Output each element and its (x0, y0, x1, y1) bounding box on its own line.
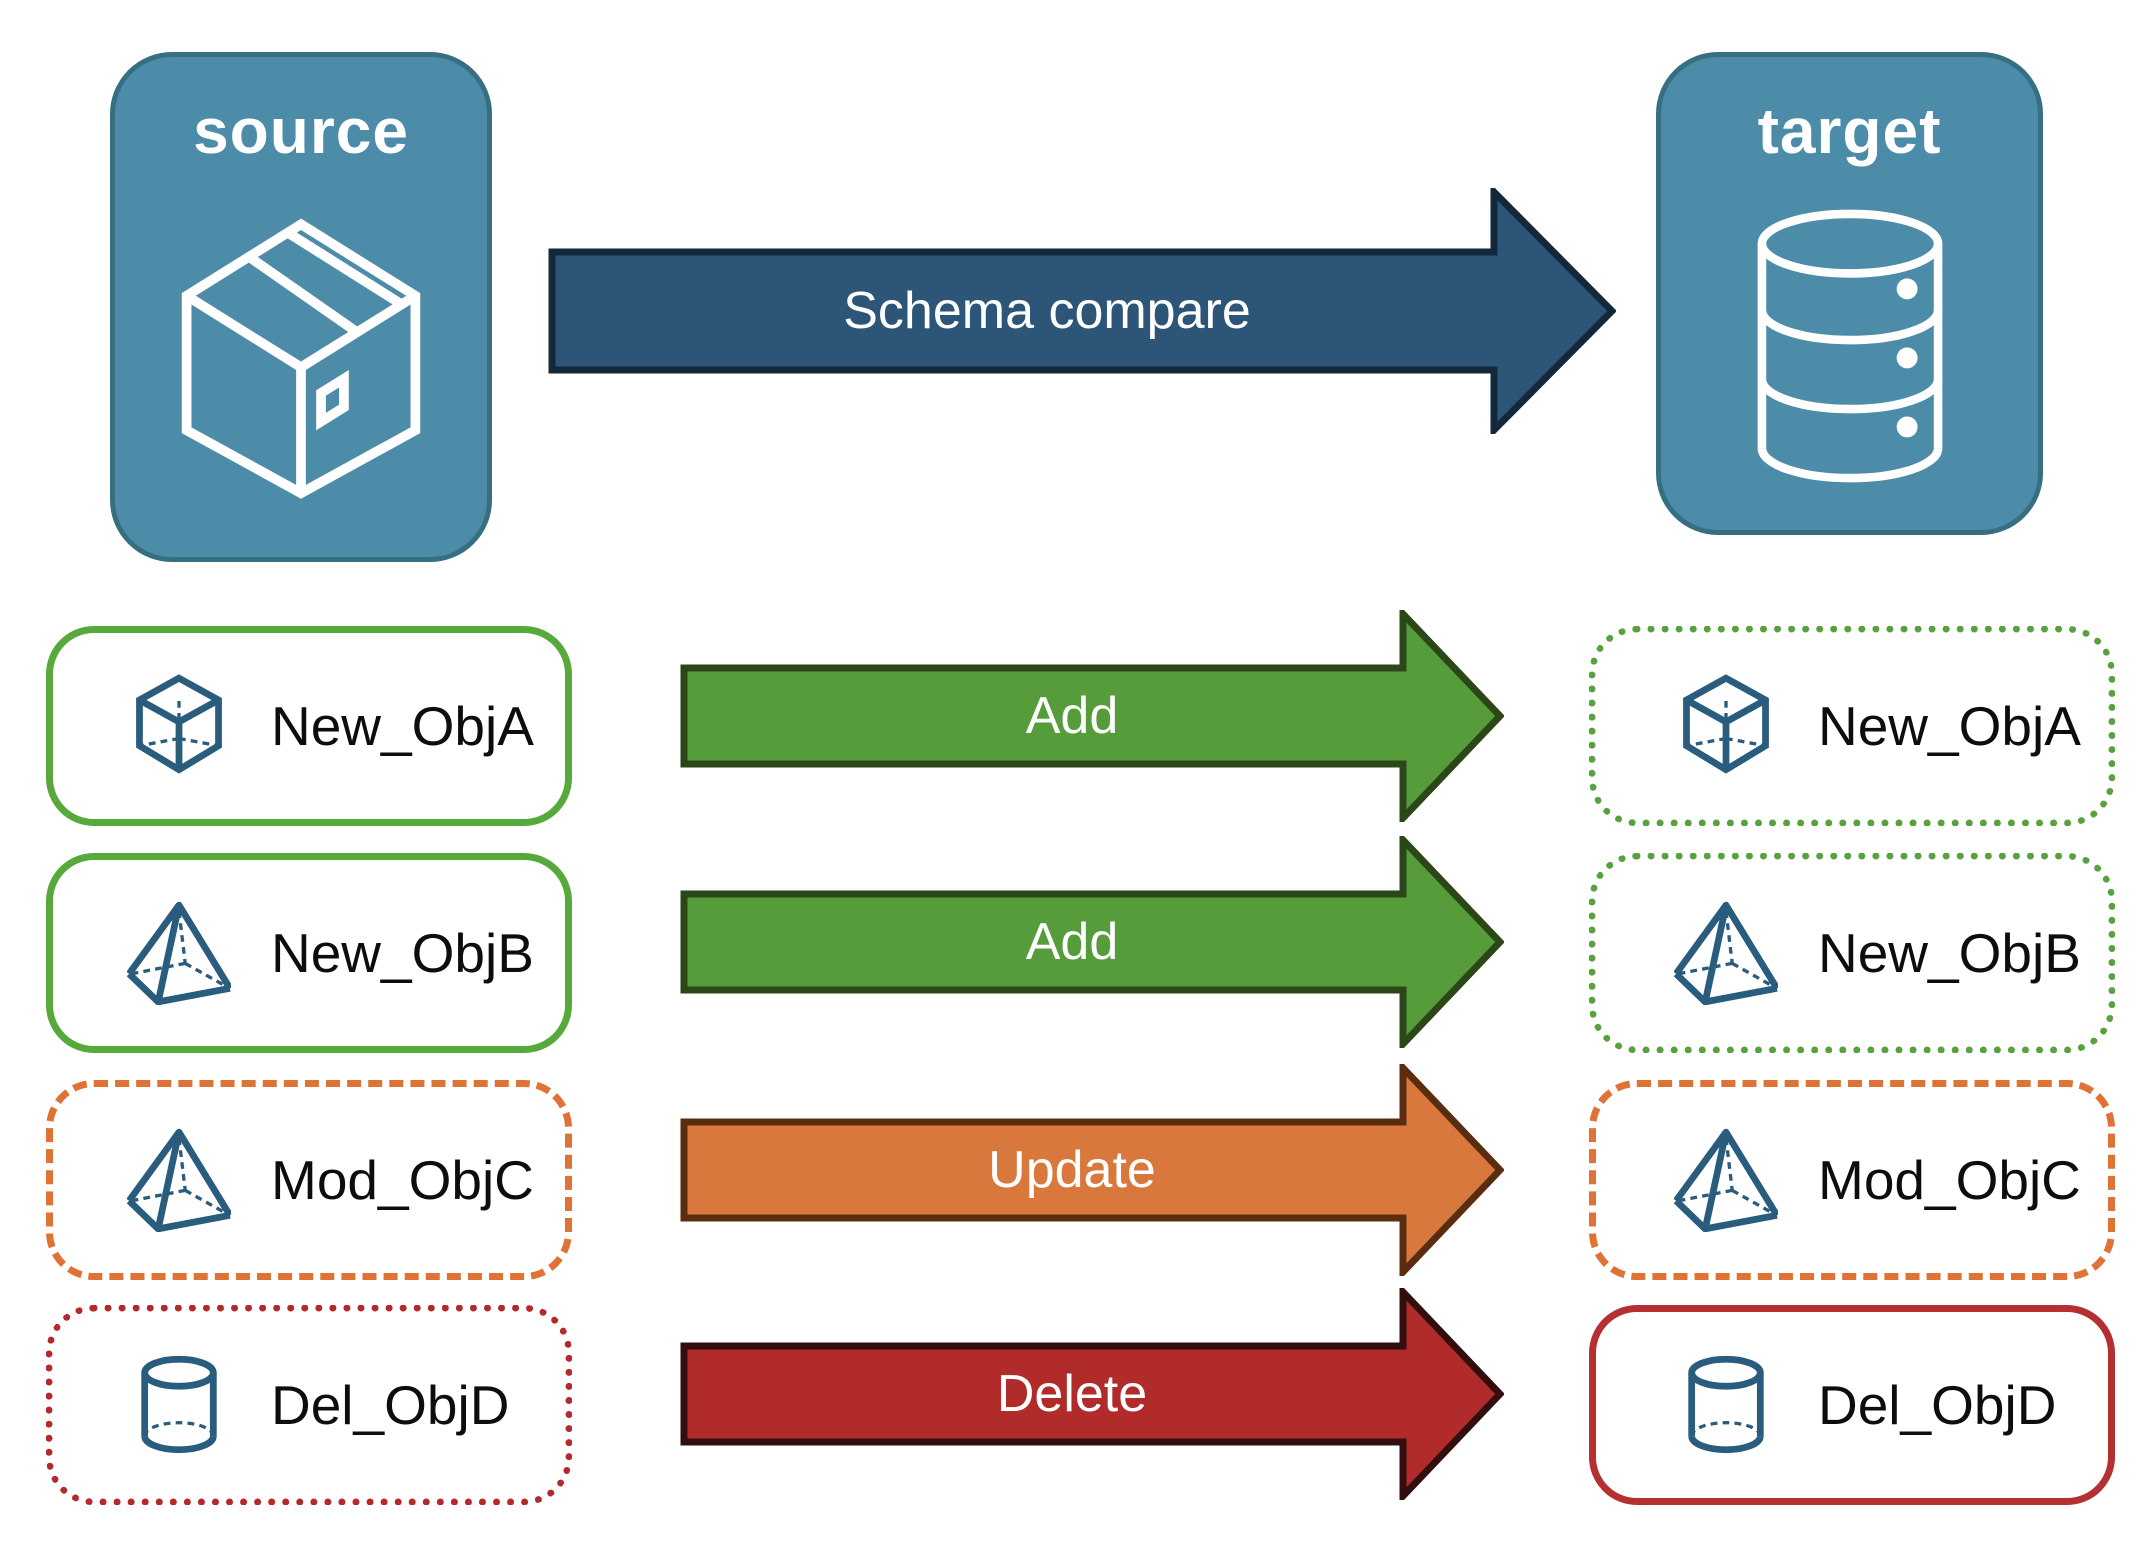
object-label: Del_ObjD (1818, 1373, 2057, 1436)
target-object-del-objd: Del_ObjD (1589, 1305, 2115, 1505)
right-arrow-shape (680, 1288, 1504, 1500)
object-label: New_ObjA (271, 694, 534, 757)
source-object-new-objb: New_ObjB (46, 853, 572, 1053)
target-object-mod-objc: Mod_ObjC (1589, 1080, 2115, 1280)
right-arrow-shape (680, 836, 1504, 1048)
add-arrow-row2: Add (680, 836, 1504, 1048)
source-title: source (193, 95, 409, 167)
right-arrow-shape (680, 1064, 1504, 1276)
delete-arrow-row4: Delete (680, 1288, 1504, 1500)
object-label: Mod_ObjC (1818, 1148, 2081, 1211)
target-object-new-objb: New_ObjB (1589, 853, 2115, 1053)
target-object-new-obja: New_ObjA (1589, 626, 2115, 826)
action-label: Update (988, 1141, 1156, 1199)
object-label: Del_ObjD (271, 1373, 510, 1436)
action-label: Delete (996, 1365, 1148, 1423)
object-label: New_ObjB (1818, 921, 2081, 984)
add-arrow-row1: Add (680, 610, 1504, 822)
right-arrow-shape (680, 610, 1504, 822)
action-label: Add (1025, 687, 1119, 745)
pyramid-icon (1674, 901, 1778, 1005)
object-label: New_ObjB (271, 921, 534, 984)
schema-compare-label: Schema compare (843, 282, 1251, 340)
schema-compare-arrow: Schema compare (548, 188, 1616, 434)
cylinder-icon (127, 1353, 231, 1457)
source-object-new-obja: New_ObjA (46, 626, 572, 826)
target-title: target (1757, 95, 1942, 167)
cube-icon (127, 674, 231, 778)
cylinder-icon (1674, 1353, 1778, 1457)
source-object-mod-objc: Mod_ObjC (46, 1080, 572, 1280)
object-label: Mod_ObjC (271, 1148, 534, 1211)
right-arrow-shape (548, 188, 1616, 434)
action-label: Add (1025, 913, 1119, 971)
pyramid-icon (127, 901, 231, 1005)
object-label: New_ObjA (1818, 694, 2081, 757)
update-arrow-row3: Update (680, 1064, 1504, 1276)
pyramid-icon (1674, 1128, 1778, 1232)
pyramid-icon (127, 1128, 231, 1232)
target-node: target (1656, 52, 2043, 535)
cube-icon (1674, 674, 1778, 778)
source-object-del-objd: Del_ObjD (46, 1305, 572, 1505)
database-icon (1731, 203, 1969, 489)
source-node: source (110, 52, 492, 562)
package-icon (158, 203, 444, 503)
